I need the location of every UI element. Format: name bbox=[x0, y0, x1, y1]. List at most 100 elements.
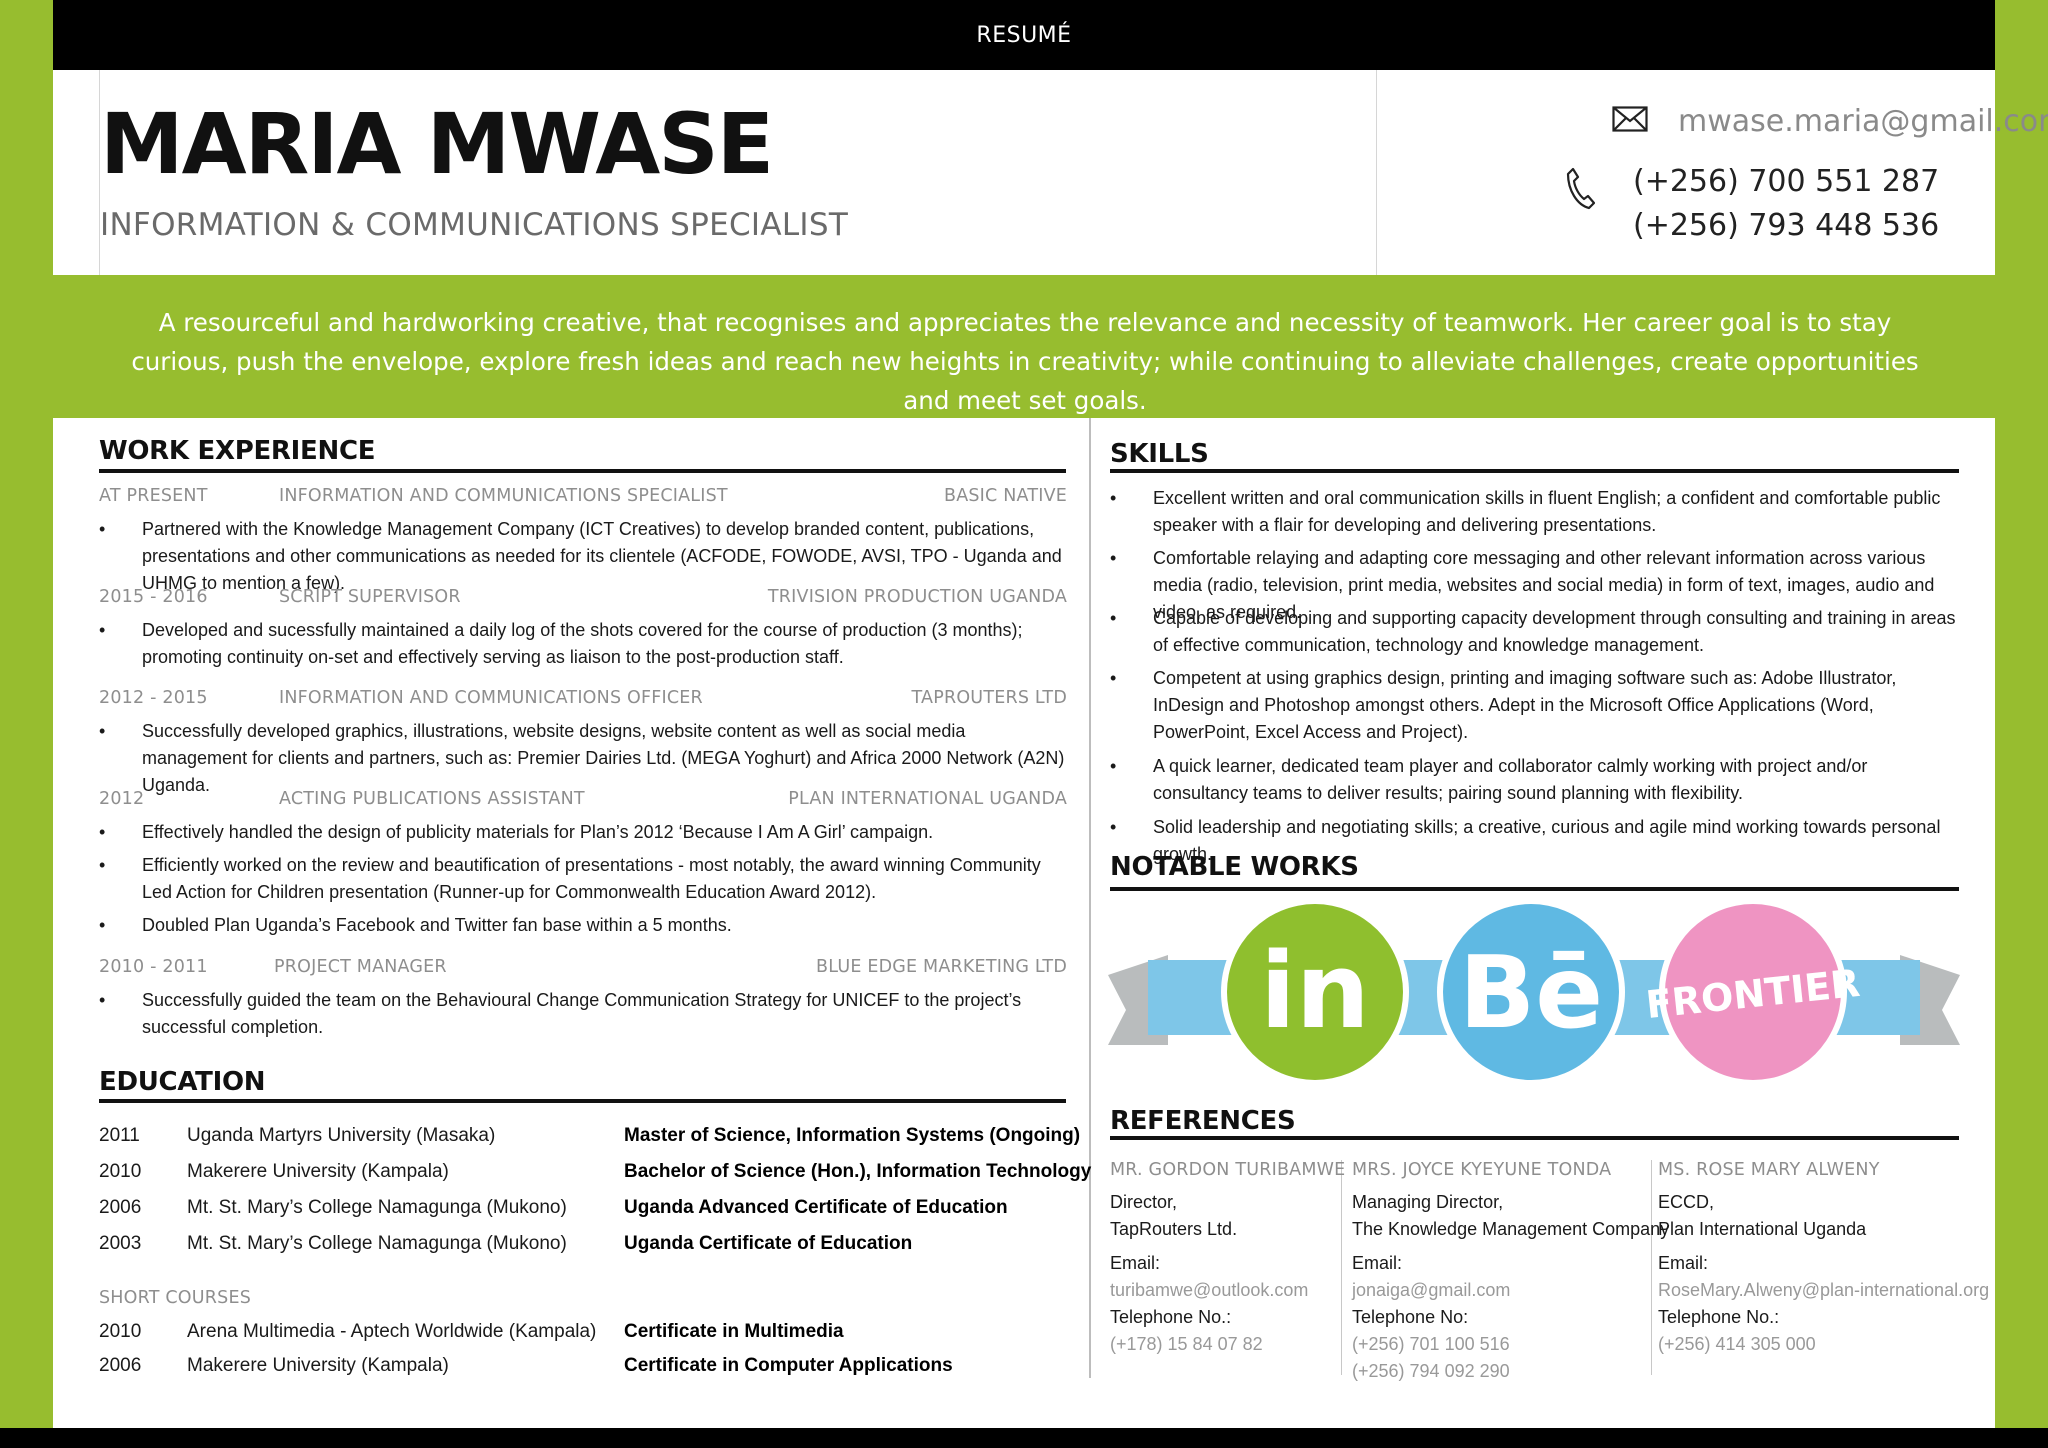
skill-item: • Comfortable relaying and adapting core… bbox=[1110, 545, 1960, 622]
short-course-school: Arena Multimedia - Aptech Worldwide (Kam… bbox=[187, 1321, 597, 1342]
skill-item: • Competent at using graphics design, pr… bbox=[1110, 665, 1960, 749]
bullet-dot: • bbox=[1110, 488, 1117, 508]
reference-divider bbox=[1651, 1160, 1652, 1375]
job-bullet: • Successfully developed graphics, illus… bbox=[99, 718, 1074, 795]
bottom-bar bbox=[0, 1428, 2048, 1448]
header-divider-left bbox=[99, 70, 100, 275]
job-org: TAPROUTERS LTD bbox=[911, 688, 1067, 708]
phone-icon bbox=[1565, 166, 1596, 215]
reference-name: MRS. JOYCE KYEYUNE TONDA bbox=[1352, 1160, 1612, 1180]
references-rule bbox=[1110, 1136, 1959, 1140]
reference-phone[interactable]: (+256) 414 305 000 bbox=[1658, 1334, 1816, 1354]
reference-company: Plan International Uganda bbox=[1658, 1219, 1867, 1239]
bullet-text: Efficiently worked on the review and bea… bbox=[142, 855, 1041, 902]
bullet-dot: • bbox=[1110, 548, 1117, 568]
email-contact: mwase.maria@gmail.com bbox=[1558, 104, 2048, 139]
email-text[interactable]: mwase.maria@gmail.com bbox=[1678, 104, 2048, 139]
skills-rule bbox=[1110, 469, 1959, 473]
bullet-dot: • bbox=[1110, 668, 1117, 688]
bullet-dot: • bbox=[99, 620, 106, 640]
work-experience-rule bbox=[99, 469, 1066, 473]
bullet-dot: • bbox=[99, 721, 106, 741]
reference-email-label: Email: bbox=[1658, 1253, 1709, 1273]
bullet-dot: • bbox=[1110, 608, 1117, 628]
reference-name: MR. GORDON TURIBAMWE bbox=[1110, 1160, 1346, 1180]
bullet-dot: • bbox=[99, 519, 106, 539]
work-experience-heading: WORK EXPERIENCE bbox=[99, 436, 376, 466]
bullet-text: Developed and sucessfully maintained a d… bbox=[142, 620, 1023, 667]
bullet-text: Successfully guided the team on the Beha… bbox=[142, 990, 1022, 1037]
job-org: BLUE EDGE MARKETING LTD bbox=[816, 957, 1067, 977]
reference-position: ECCD, bbox=[1658, 1192, 1715, 1212]
skill-text: A quick learner, dedicated team player a… bbox=[1153, 756, 1868, 803]
svg-text:Bē: Bē bbox=[1459, 934, 1603, 1051]
phone-primary[interactable]: (+256) 700 551 287 bbox=[1633, 164, 1940, 199]
reference-phone-label: Telephone No.: bbox=[1658, 1307, 1780, 1327]
job-org: TRIVISION PRODUCTION UGANDA bbox=[767, 587, 1067, 607]
column-divider bbox=[1089, 418, 1091, 1378]
behance-icon[interactable]: Bē bbox=[1437, 898, 1625, 1086]
top-bar: RESUMÉ bbox=[53, 0, 1995, 70]
reference-phone[interactable]: (+178) 15 84 07 82 bbox=[1110, 1334, 1263, 1354]
skills-heading: SKILLS bbox=[1110, 439, 1209, 469]
envelope-icon bbox=[1612, 106, 1648, 137]
reference-phone[interactable]: (+256) 794 092 290 bbox=[1352, 1361, 1510, 1381]
bullet-dot: • bbox=[99, 822, 106, 842]
reference-email[interactable]: turibamwe@outlook.com bbox=[1110, 1280, 1309, 1300]
reference-email-label: Email: bbox=[1110, 1253, 1161, 1273]
job-role: INFORMATION AND COMMUNICATIONS SPECIALIS… bbox=[279, 486, 728, 506]
reference-email-label: Email: bbox=[1352, 1253, 1403, 1273]
job-bullet: • Developed and sucessfully maintained a… bbox=[99, 617, 1074, 673]
job-bullet: • Partnered with the Knowledge Managemen… bbox=[99, 516, 1074, 593]
job-org: PLAN INTERNATIONAL UGANDA bbox=[788, 789, 1067, 809]
references-heading: REFERENCES bbox=[1110, 1106, 1296, 1136]
reference-phone[interactable]: (+256) 701 100 516 bbox=[1352, 1334, 1510, 1354]
job-bullet: • Successfully guided the team on the Be… bbox=[99, 987, 1074, 1043]
job-bullet: • Doubled Plan Uganda’s Facebook and Twi… bbox=[99, 912, 1074, 940]
education-school: Uganda Martyrs University (Masaka) bbox=[187, 1125, 496, 1146]
skill-text: Capable of developing and supporting cap… bbox=[1153, 608, 1956, 655]
job-period: 2012 bbox=[99, 789, 145, 809]
reference-email[interactable]: jonaiga@gmail.com bbox=[1352, 1280, 1511, 1300]
notable-works-graphic: in Bē FRONTIER bbox=[1108, 895, 1960, 1090]
bullet-text: Effectively handled the design of public… bbox=[142, 822, 934, 842]
short-course-year: 2010 bbox=[99, 1321, 142, 1342]
svg-text:in: in bbox=[1260, 930, 1370, 1052]
education-rule bbox=[99, 1099, 1066, 1103]
education-year: 2011 bbox=[99, 1125, 140, 1146]
skill-text: Solid leadership and negotiating skills;… bbox=[1153, 817, 1941, 864]
job-bullet: • Effectively handled the design of publ… bbox=[99, 819, 1074, 847]
short-course-certificate: Certificate in Multimedia bbox=[624, 1321, 844, 1342]
education-year: 2010 bbox=[99, 1161, 142, 1182]
education-year: 2003 bbox=[99, 1233, 142, 1254]
candidate-title: INFORMATION & COMMUNICATIONS SPECIALIST bbox=[100, 207, 849, 243]
bullet-dot: • bbox=[99, 915, 106, 935]
education-school: Mt. St. Mary’s College Namagunga (Mukono… bbox=[187, 1233, 567, 1254]
bullet-text: Doubled Plan Uganda’s Facebook and Twitt… bbox=[142, 915, 732, 935]
reference-position: Managing Director, bbox=[1352, 1192, 1504, 1212]
job-bullet: • Efficiently worked on the review and b… bbox=[99, 852, 1074, 908]
education-degree: Master of Science, Information Systems (… bbox=[624, 1125, 1081, 1146]
linkedin-icon[interactable]: in bbox=[1221, 898, 1409, 1086]
education-heading: EDUCATION bbox=[99, 1067, 266, 1097]
short-course-school: Makerere University (Kampala) bbox=[187, 1355, 449, 1376]
job-role: INFORMATION AND COMMUNICATIONS OFFICER bbox=[279, 688, 703, 708]
bullet-text: Successfully developed graphics, illustr… bbox=[142, 721, 1065, 795]
header: MARIA MWASE INFORMATION & COMMUNICATIONS… bbox=[53, 70, 2048, 275]
frontier-icon[interactable]: FRONTIER bbox=[1644, 898, 1862, 1086]
phone-secondary[interactable]: (+256) 793 448 536 bbox=[1633, 208, 1940, 243]
top-bar-label: RESUMÉ bbox=[976, 22, 1072, 48]
education-degree: Uganda Certificate of Education bbox=[624, 1233, 913, 1254]
bullet-text: Partnered with the Knowledge Management … bbox=[142, 519, 1062, 593]
job-period: AT PRESENT bbox=[99, 486, 208, 506]
skill-text: Comfortable relaying and adapting core m… bbox=[1153, 548, 1935, 622]
job-role: ACTING PUBLICATIONS ASSISTANT bbox=[279, 789, 585, 809]
reference-phone-label: Telephone No.: bbox=[1110, 1307, 1232, 1327]
skill-text: Excellent written and oral communication… bbox=[1153, 488, 1941, 535]
main-panel bbox=[53, 418, 1995, 1428]
reference-email[interactable]: RoseMary.Alweny@plan-international.org bbox=[1658, 1280, 1990, 1300]
bullet-dot: • bbox=[99, 990, 106, 1010]
candidate-name: MARIA MWASE bbox=[100, 95, 774, 193]
job-period: 2015 - 2016 bbox=[99, 587, 208, 607]
reference-position: Director, bbox=[1110, 1192, 1178, 1212]
